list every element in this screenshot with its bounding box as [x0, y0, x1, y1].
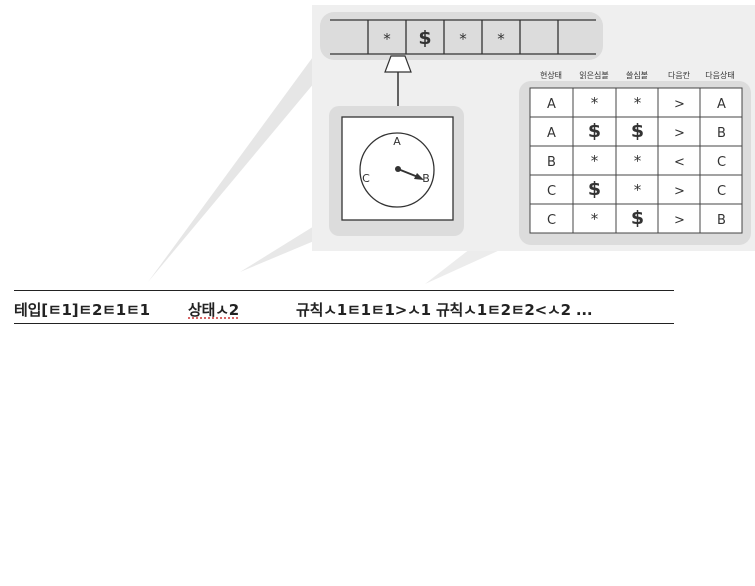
rule-table-value: *: [634, 94, 642, 112]
rule-table-headers: 현상태 읽은심볼 쓸심볼 다음칸 다음상태: [540, 70, 735, 80]
rule-table-value: *: [591, 94, 599, 112]
rule-table-value: *: [591, 210, 599, 228]
rule-table-cell: [657, 116, 702, 147]
rule-table-value: *: [634, 181, 642, 199]
rule-table-header: 다음칸: [668, 70, 691, 80]
rule-table-value: >: [674, 213, 685, 228]
rule-table-value: $: [631, 120, 644, 142]
rule-table-header: 읽은심볼: [579, 70, 608, 80]
rule-table-value: $: [631, 207, 644, 229]
rule-table-value: B: [717, 126, 726, 141]
rule-table-value: A: [717, 97, 726, 112]
rule-table-cell: [699, 174, 743, 205]
rule-table-cell: [529, 174, 574, 205]
rule-table-value: *: [634, 152, 642, 170]
encoding-line: 테입[ㅌ1]ㅌ2ㅌ1ㅌ1 상태ㅅ2 규칙ㅅ1ㅌ1ㅌ1>ㅅ1 규칙ㅅ1ㅌ2ㅌ2<ㅅ…: [14, 290, 674, 324]
beam-tape: [148, 50, 330, 282]
rule-table-cell: [657, 87, 702, 118]
tape-cell-symbol: *: [497, 30, 505, 48]
tape-cell-symbol: *: [383, 30, 391, 48]
dial-pointer: [397, 168, 419, 178]
rule-table: A**>AA$$>BB**<CC$*>CC*$>B: [529, 87, 743, 234]
rule-table-value: C: [717, 155, 726, 170]
rule-table-header: 쓸심볼: [626, 70, 648, 80]
rule-table-value: *: [591, 152, 599, 170]
tape-head: [384, 55, 412, 73]
rule-table-header: 다음상태: [705, 70, 734, 80]
rule-table-value: B: [547, 155, 556, 170]
rule-table-cell: [572, 116, 617, 147]
dial-pointer-head: [414, 173, 424, 180]
dial-state-a: A: [393, 135, 401, 148]
rule-table-value: A: [547, 97, 556, 112]
rule-table-value: $: [588, 120, 601, 142]
rule-table-cell: [529, 203, 574, 234]
encoding-rules: 규칙ㅅ1ㅌ1ㅌ1>ㅅ1 규칙ㅅ1ㅌ2ㅌ2<ㅅ2 ...: [296, 301, 593, 319]
rule-table-header: 현상태: [540, 70, 562, 80]
rule-table-value: A: [547, 126, 556, 141]
rule-table-value: <: [674, 155, 685, 170]
dial-state-c: C: [362, 172, 370, 185]
rule-table-cell: [699, 203, 743, 234]
rule-table-value: >: [674, 97, 685, 112]
tape-frame: [320, 12, 603, 60]
rule-table-cell: [572, 145, 617, 176]
tape-cell-symbol: $: [418, 27, 431, 49]
rule-table-cell: [699, 87, 743, 118]
rule-table-value: C: [717, 184, 726, 199]
rule-table-cell: [699, 116, 743, 147]
rule-table-value: C: [547, 213, 556, 228]
rule-table-value: >: [674, 184, 685, 199]
rule-table-cell: [572, 203, 617, 234]
encoding-tape: 테입[ㅌ1]ㅌ2ㅌ1ㅌ1: [14, 301, 150, 319]
rule-table-value: $: [588, 178, 601, 200]
rule-table-value: >: [674, 126, 685, 141]
dial-state-b: B: [422, 172, 430, 185]
rule-table-value: C: [547, 184, 556, 199]
rule-table-value: B: [717, 213, 726, 228]
rule-table-cell: [615, 203, 660, 234]
encoding-state: 상태ㅅ2: [188, 301, 240, 319]
tape: * $ * *: [330, 19, 596, 55]
tape-cell-symbol: *: [459, 30, 467, 48]
